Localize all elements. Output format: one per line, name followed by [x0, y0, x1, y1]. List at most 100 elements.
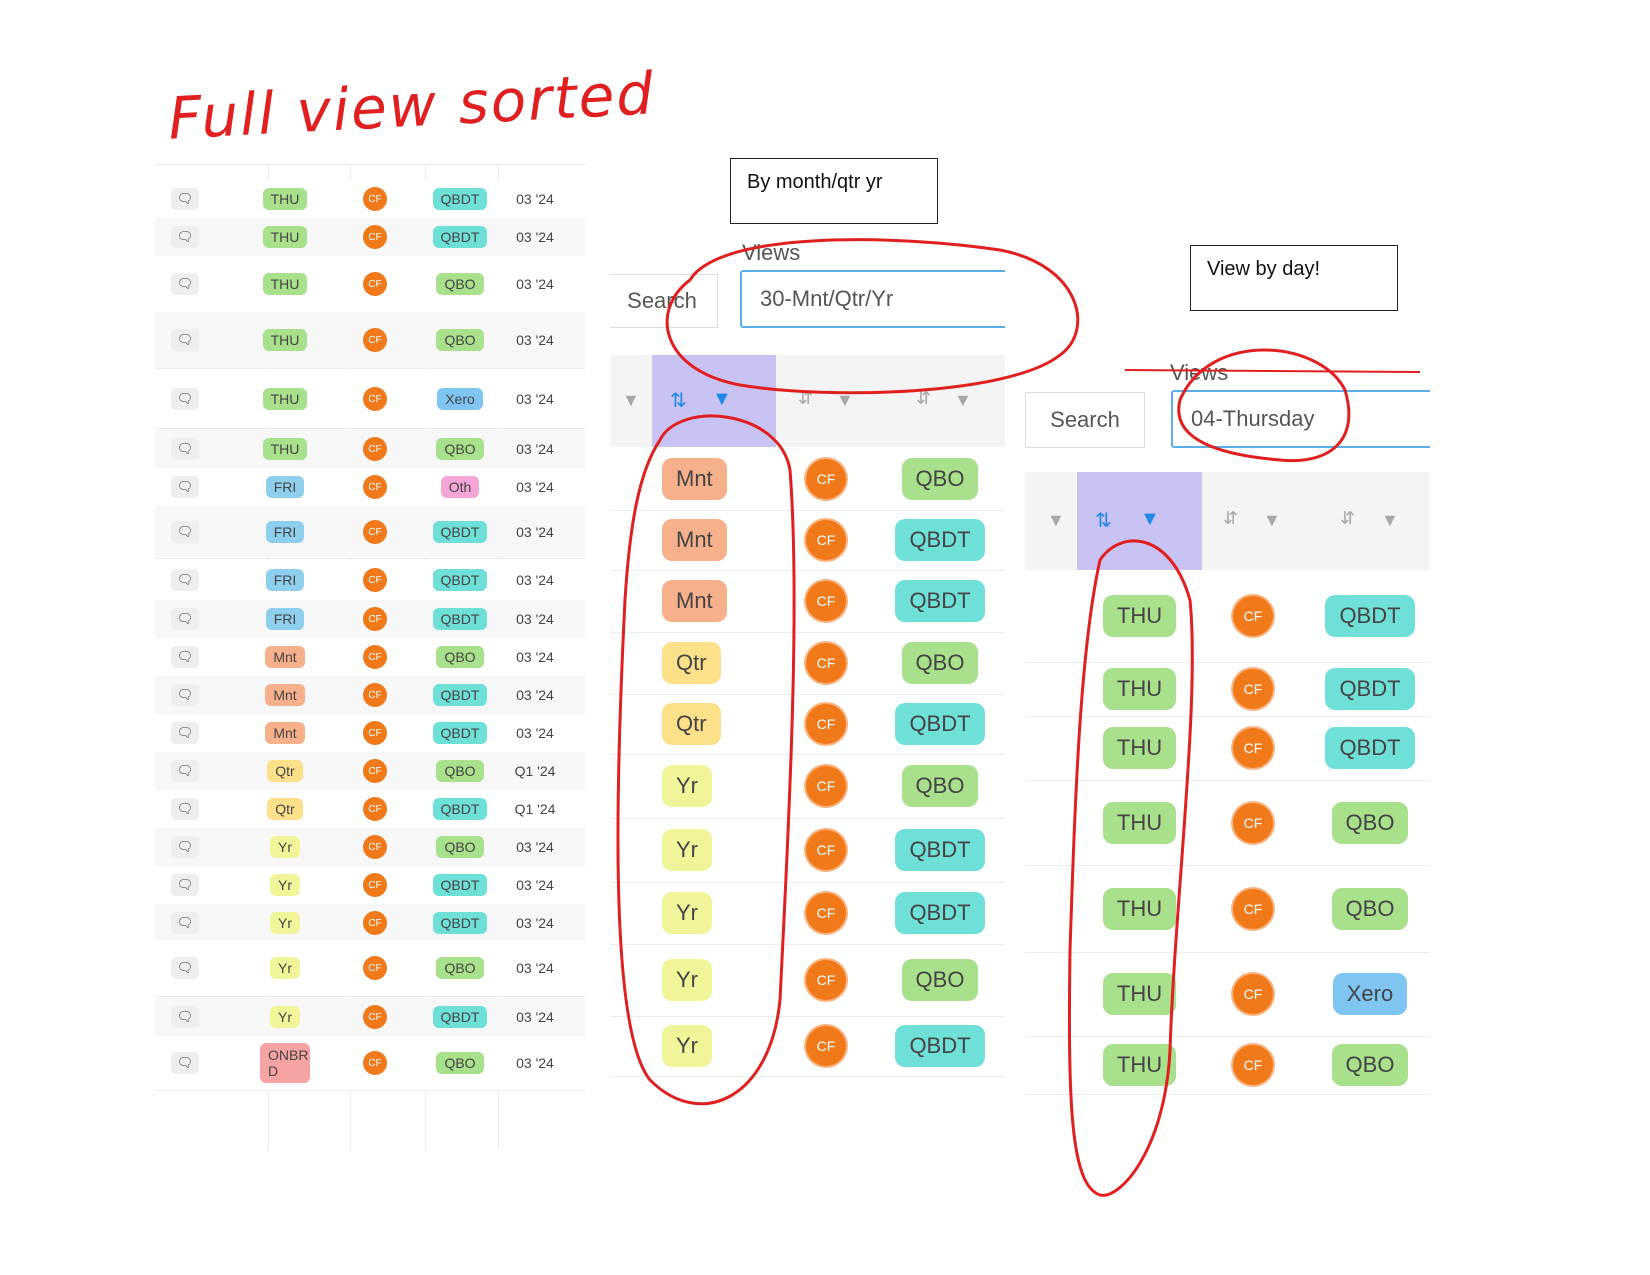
chat-icon[interactable]: 🗨 [171, 1006, 199, 1028]
chat-icon[interactable]: 🗨 [171, 912, 199, 934]
cf-avatar-icon[interactable]: CF [806, 643, 846, 683]
chat-icon[interactable]: 🗨 [171, 836, 199, 858]
cf-avatar-icon[interactable]: CF [363, 1005, 387, 1029]
filter-icon[interactable]: ▼ [1047, 510, 1065, 530]
sort-icon[interactable]: ⇵ [1223, 508, 1239, 528]
cf-avatar-icon[interactable]: CF [363, 568, 387, 592]
views-select[interactable]: 30-Mnt/Qtr/Yr [740, 270, 1005, 328]
cf-avatar-icon[interactable]: CF [363, 328, 387, 352]
filter-icon[interactable]: ▼ [1381, 510, 1399, 530]
chat-icon[interactable]: 🗨 [171, 684, 199, 706]
cf-avatar-icon[interactable]: CF [806, 893, 846, 933]
chat-icon[interactable]: 🗨 [171, 388, 199, 410]
chat-icon[interactable]: 🗨 [171, 1052, 199, 1074]
cf-avatar-icon[interactable]: CF [363, 187, 387, 211]
cf-avatar-icon[interactable]: CF [363, 835, 387, 859]
cf-avatar-icon[interactable]: CF [363, 721, 387, 745]
cf-avatar-icon[interactable]: CF [363, 873, 387, 897]
cf-avatar-icon[interactable]: CF [1233, 596, 1273, 636]
chat-icon[interactable]: 🗨 [171, 646, 199, 668]
chat-icon[interactable]: 🗨 [171, 329, 199, 351]
cf-avatar-icon[interactable]: CF [806, 459, 846, 499]
search-button[interactable]: Search [1025, 392, 1145, 448]
cf-avatar-icon[interactable]: CF [1233, 728, 1273, 768]
cf-avatar-icon[interactable]: CF [806, 581, 846, 621]
cf-avatar-icon[interactable]: CF [363, 225, 387, 249]
cf-avatar-icon[interactable]: CF [1233, 888, 1273, 929]
cf-avatar-icon[interactable]: CF [1233, 1045, 1273, 1085]
filter-icon[interactable]: ▼ [836, 390, 854, 410]
filter-active-icon[interactable]: ▼ [712, 388, 732, 410]
cf-avatar-icon[interactable]: CF [806, 520, 846, 560]
cf-avatar-icon[interactable]: CF [363, 475, 387, 499]
chat-icon[interactable]: 🗨 [171, 226, 199, 248]
cf-avatar-icon[interactable]: CF [806, 830, 846, 870]
chat-icon[interactable]: 🗨 [171, 874, 199, 896]
cf-avatar-icon[interactable]: CF [1233, 802, 1273, 843]
chat-icon[interactable]: 🗨 [171, 438, 199, 460]
cf-avatar-icon[interactable]: CF [1233, 974, 1273, 1014]
cf-avatar-icon[interactable]: CF [363, 645, 387, 669]
cf-avatar-icon[interactable]: CF [363, 759, 387, 783]
cf-avatar-icon[interactable]: CF [363, 437, 387, 461]
cf-avatar-icon[interactable]: CF [363, 911, 387, 935]
views-select[interactable]: 04-Thursday [1171, 390, 1430, 448]
chat-icon[interactable]: 🗨 [171, 273, 199, 295]
cf-avatar-icon[interactable]: CF [363, 607, 387, 631]
chat-icon[interactable]: 🗨 [171, 569, 199, 591]
chat-icon[interactable]: 🗨 [171, 608, 199, 630]
sort-icon[interactable]: ⇵ [1340, 508, 1356, 528]
chat-icon[interactable]: 🗨 [171, 476, 199, 498]
filter-icon[interactable]: ▼ [1263, 510, 1281, 530]
search-button[interactable]: Search [610, 274, 718, 328]
filter-icon[interactable]: ▼ [954, 390, 972, 410]
cf-avatar-icon[interactable]: CF [363, 520, 387, 544]
sort-icon[interactable]: ⇵ [798, 388, 814, 408]
cf-avatar-icon[interactable]: CF [1233, 669, 1273, 709]
chat-icon[interactable]: 🗨 [171, 521, 199, 543]
cf-avatar-icon[interactable]: CF [806, 766, 846, 806]
cf-avatar-icon[interactable]: CF [363, 1051, 387, 1075]
cf-avatar-icon[interactable]: CF [363, 797, 387, 821]
chat-icon[interactable]: 🗨 [171, 760, 199, 782]
cf-avatar-icon[interactable]: CF [363, 683, 387, 707]
sort-ascending-icon[interactable]: ⇅ [670, 390, 687, 412]
chat-icon[interactable]: 🗨 [171, 722, 199, 744]
filter-active-icon[interactable]: ▼ [1140, 508, 1160, 530]
cf-avatar-icon[interactable]: CF [363, 272, 387, 296]
chat-icon[interactable]: 🗨 [171, 188, 199, 210]
